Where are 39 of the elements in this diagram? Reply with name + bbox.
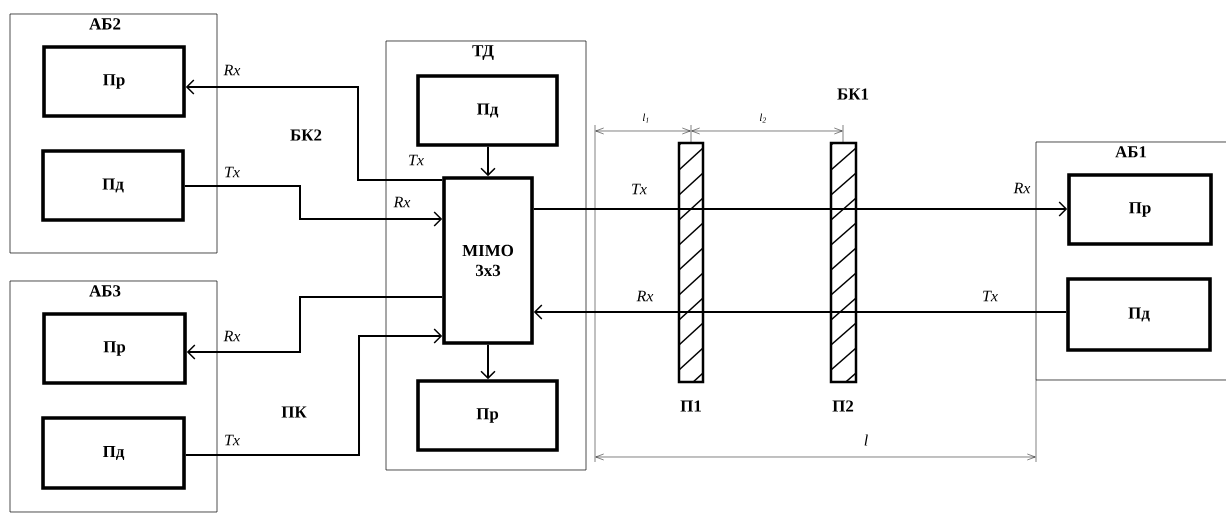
block-box: Пр xyxy=(42,45,186,118)
signal-label: Rx xyxy=(1013,182,1031,194)
arrow xyxy=(480,343,496,380)
block-box: Пд xyxy=(41,149,185,222)
plate-label: П2 xyxy=(832,400,854,412)
zone-label: ПК xyxy=(281,406,307,418)
block-box: MIMO 3x3 xyxy=(442,176,534,345)
signal-label: Rx xyxy=(223,330,241,342)
block-box: Пд xyxy=(1066,277,1212,352)
arrow xyxy=(533,304,1068,320)
signal-label: Tx xyxy=(225,434,240,446)
arrow xyxy=(185,79,444,181)
dimension-label: l$_{1}$ xyxy=(642,113,649,123)
arrow xyxy=(184,328,443,456)
arrow xyxy=(183,185,443,227)
arrow xyxy=(532,201,1068,217)
signal-label: Tx xyxy=(632,183,647,195)
signal-label: Rx xyxy=(223,64,241,76)
block-box: Пр xyxy=(416,379,559,452)
block-heading: АБ2 xyxy=(89,18,121,30)
block-heading: АБ1 xyxy=(1115,146,1147,158)
signal-label: Tx xyxy=(983,290,998,302)
dimension-label: l xyxy=(864,434,868,446)
dimension-label: l$_{2}$ xyxy=(759,113,767,123)
signal-label: Tx xyxy=(225,166,240,178)
arrow xyxy=(480,145,496,177)
block-heading: АБ3 xyxy=(89,285,121,297)
block-box: Пр xyxy=(42,312,187,385)
arrow xyxy=(186,296,444,360)
zone-label: БК2 xyxy=(290,129,322,141)
block-box: Пр xyxy=(1067,173,1213,246)
signal-label: Tx xyxy=(409,154,424,166)
block-box: Пд xyxy=(41,416,186,490)
zone-label: БК1 xyxy=(837,88,869,100)
plate-label: П1 xyxy=(680,400,701,412)
signal-label: Rx xyxy=(636,290,654,302)
signal-label: Rx xyxy=(393,196,411,208)
block-box: Пд xyxy=(416,74,559,147)
block-heading: ТД xyxy=(472,45,494,60)
